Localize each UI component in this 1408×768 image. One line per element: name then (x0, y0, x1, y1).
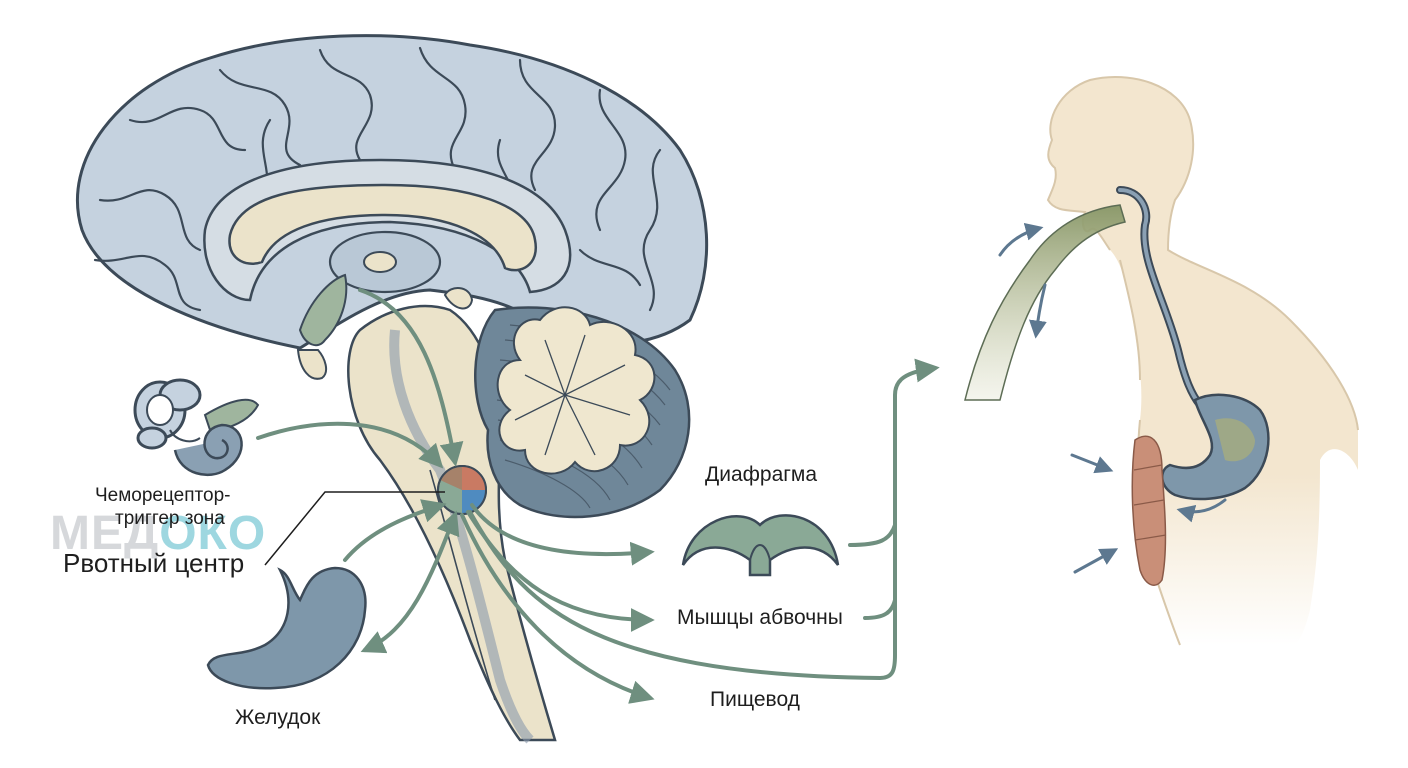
human-figure (964, 76, 1359, 646)
arrow-icon (468, 358, 940, 681)
arrow-icon (358, 288, 464, 467)
label-chemoreceptor-line1: Чеморецептор- (95, 485, 231, 506)
watermark-part2: ОКО (159, 507, 267, 560)
label-vomiting-center: Рвотный центр (63, 548, 245, 578)
arrow-icon (1176, 498, 1227, 523)
arrow-icon (460, 513, 655, 704)
arrow-icon (1070, 453, 1114, 474)
arrow-icon (998, 223, 1044, 257)
label-diaphragm: Диафрагма (705, 463, 818, 486)
vomiting-center-pointer (264, 491, 445, 566)
ear-icon (133, 378, 260, 477)
arrow-icon (1028, 283, 1047, 339)
cerebellum (474, 306, 691, 519)
stomach-left (206, 566, 367, 690)
label-abdominal-muscles: Мышцы абвочны (677, 606, 843, 629)
arrow-icon (360, 510, 460, 654)
arrow-icon (256, 421, 444, 469)
arrow-icon (470, 503, 655, 566)
watermark: МЕДОКО (50, 506, 266, 561)
arrow-icon (1073, 548, 1119, 574)
label-chemoreceptor-line2: триггер зона (115, 508, 225, 529)
label-stomach: Желудок (235, 706, 321, 729)
watermark-part1: МЕД (50, 507, 160, 560)
diaphragm (681, 514, 840, 577)
brain (76, 34, 709, 744)
label-esophagus: Пищевод (710, 688, 800, 711)
nerve-arrows (256, 288, 940, 704)
vomiting-center-icon (437, 465, 487, 515)
